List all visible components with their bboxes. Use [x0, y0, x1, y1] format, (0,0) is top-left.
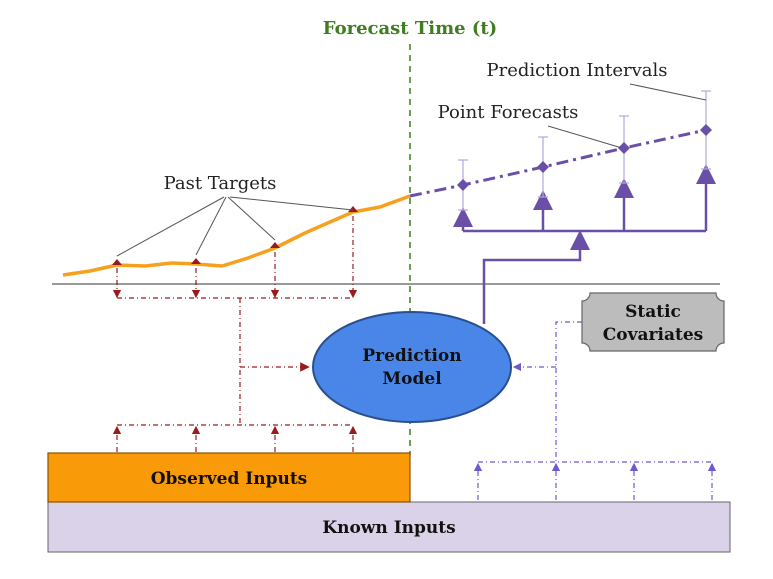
- point-forecast-3: [618, 142, 630, 154]
- past-targets-label: Past Targets: [164, 173, 277, 194]
- prediction-model-label-line1: Prediction: [362, 346, 461, 366]
- point-forecast-4: [700, 124, 712, 136]
- past-target-marker-3: [270, 242, 280, 248]
- known-inputs-label: Known Inputs: [322, 518, 455, 538]
- point-forecast-1: [457, 179, 469, 191]
- observed-inputs-box: [47, 452, 411, 503]
- prediction-intervals-label: Prediction Intervals: [487, 60, 668, 81]
- past-target-marker-4: [348, 206, 358, 212]
- static-covariates-label-line2: Covariates: [603, 325, 703, 345]
- prediction-model: [312, 311, 512, 423]
- static-covariates-box: [581, 292, 725, 352]
- past-target-feedback-arrows: [112, 216, 358, 425]
- observed-inputs-label: Observed Inputs: [151, 469, 308, 489]
- past-target-marker-1: [112, 259, 122, 265]
- forecast-output-connectors: [453, 164, 716, 324]
- point-forecasts-callout: [547, 125, 623, 149]
- point-forecasts-label: Point Forecasts: [438, 102, 579, 123]
- prediction-intervals-callout: [629, 83, 707, 101]
- forecast-time-label: Forecast Time (t): [323, 18, 497, 39]
- past-target-marker-2: [191, 258, 201, 264]
- known-inputs-box: [47, 501, 731, 553]
- prediction-model-label-line2: Model: [382, 369, 442, 389]
- forecast-line: [409, 128, 707, 198]
- observed-input-arrows: [112, 424, 358, 452]
- past-targets-callouts: [116, 196, 354, 257]
- past-targets-line: [62, 194, 411, 277]
- point-forecast-2: [537, 161, 549, 173]
- static-covariates-label-line1: Static: [625, 302, 681, 322]
- known-input-arrows: [473, 321, 717, 500]
